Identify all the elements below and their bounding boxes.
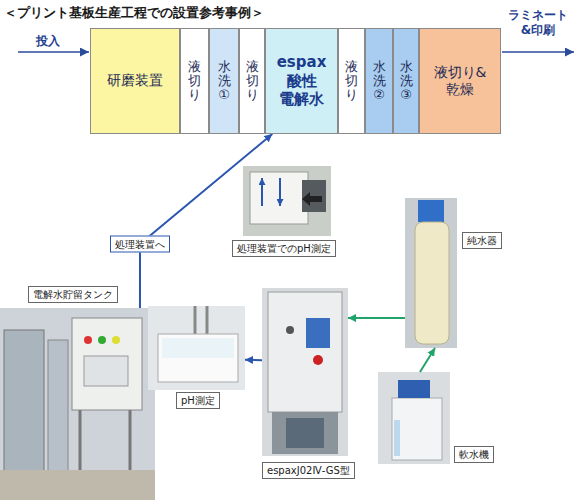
process-box: 液切り& 乾燥 bbox=[419, 28, 501, 134]
photo-caption: pH測定 bbox=[176, 392, 220, 409]
photo-caption: 処理装置でのpH測定 bbox=[232, 240, 336, 257]
purifier-photo bbox=[405, 198, 457, 348]
photo-caption: 軟水機 bbox=[454, 446, 494, 463]
photo-frame: espaxJ02Ⅳ-GS型 bbox=[262, 288, 348, 456]
process-name: 液切り bbox=[345, 60, 358, 103]
photo-frame: 電解水貯留タンク bbox=[0, 308, 155, 500]
process-box: 水洗① bbox=[209, 28, 239, 134]
water-pipe bbox=[420, 348, 435, 372]
process-box: 液切り bbox=[338, 28, 365, 134]
process-name: 水洗③ bbox=[400, 60, 413, 103]
process-name: 水洗① bbox=[218, 60, 231, 103]
process-box: 液切り bbox=[239, 28, 265, 134]
process-box: 水洗③ bbox=[393, 28, 419, 134]
process-box: 液切り bbox=[180, 28, 209, 134]
process-name: 液切り bbox=[188, 60, 201, 103]
process-name: 液切り& 乾燥 bbox=[423, 64, 497, 99]
process-box: espax 酸性 電解水 bbox=[265, 28, 338, 134]
diagram-title: ＜プリント基板生産工程での設置参考事例＞ bbox=[4, 4, 264, 22]
treatment-photo bbox=[243, 166, 331, 236]
process-box: 水洗② bbox=[365, 28, 393, 134]
flow-arrow bbox=[245, 359, 262, 361]
photo-frame: 軟水機 bbox=[378, 372, 450, 464]
process-name: 液切り bbox=[246, 60, 259, 103]
softener-photo bbox=[378, 372, 450, 464]
process-name: 研磨装置 bbox=[107, 72, 163, 90]
machine-photo bbox=[262, 288, 348, 456]
flow-arrow bbox=[140, 134, 272, 308]
input-arrow bbox=[18, 51, 89, 53]
edge-label: 処理装置へ bbox=[110, 236, 170, 253]
photo-caption: 電解水貯留タンク bbox=[28, 286, 118, 303]
photo-frame: pH測定 bbox=[148, 306, 245, 390]
output-arrow bbox=[502, 51, 574, 53]
output-label: ラミネート &印刷 bbox=[504, 8, 572, 38]
photo-caption: 純水器 bbox=[462, 232, 502, 249]
photo-caption: espaxJ02Ⅳ-GS型 bbox=[262, 462, 355, 479]
ph-photo bbox=[148, 306, 245, 390]
tank-photo bbox=[0, 308, 155, 500]
process-name: espax 酸性 電解水 bbox=[269, 53, 334, 109]
photo-frame: 処理装置でのpH測定 bbox=[243, 166, 331, 236]
process-name: 水洗② bbox=[373, 60, 386, 103]
water-pipe bbox=[348, 317, 405, 319]
input-label: 投入 bbox=[36, 34, 76, 49]
photo-frame: 純水器 bbox=[405, 198, 457, 348]
process-box: 研磨装置 bbox=[90, 28, 180, 134]
